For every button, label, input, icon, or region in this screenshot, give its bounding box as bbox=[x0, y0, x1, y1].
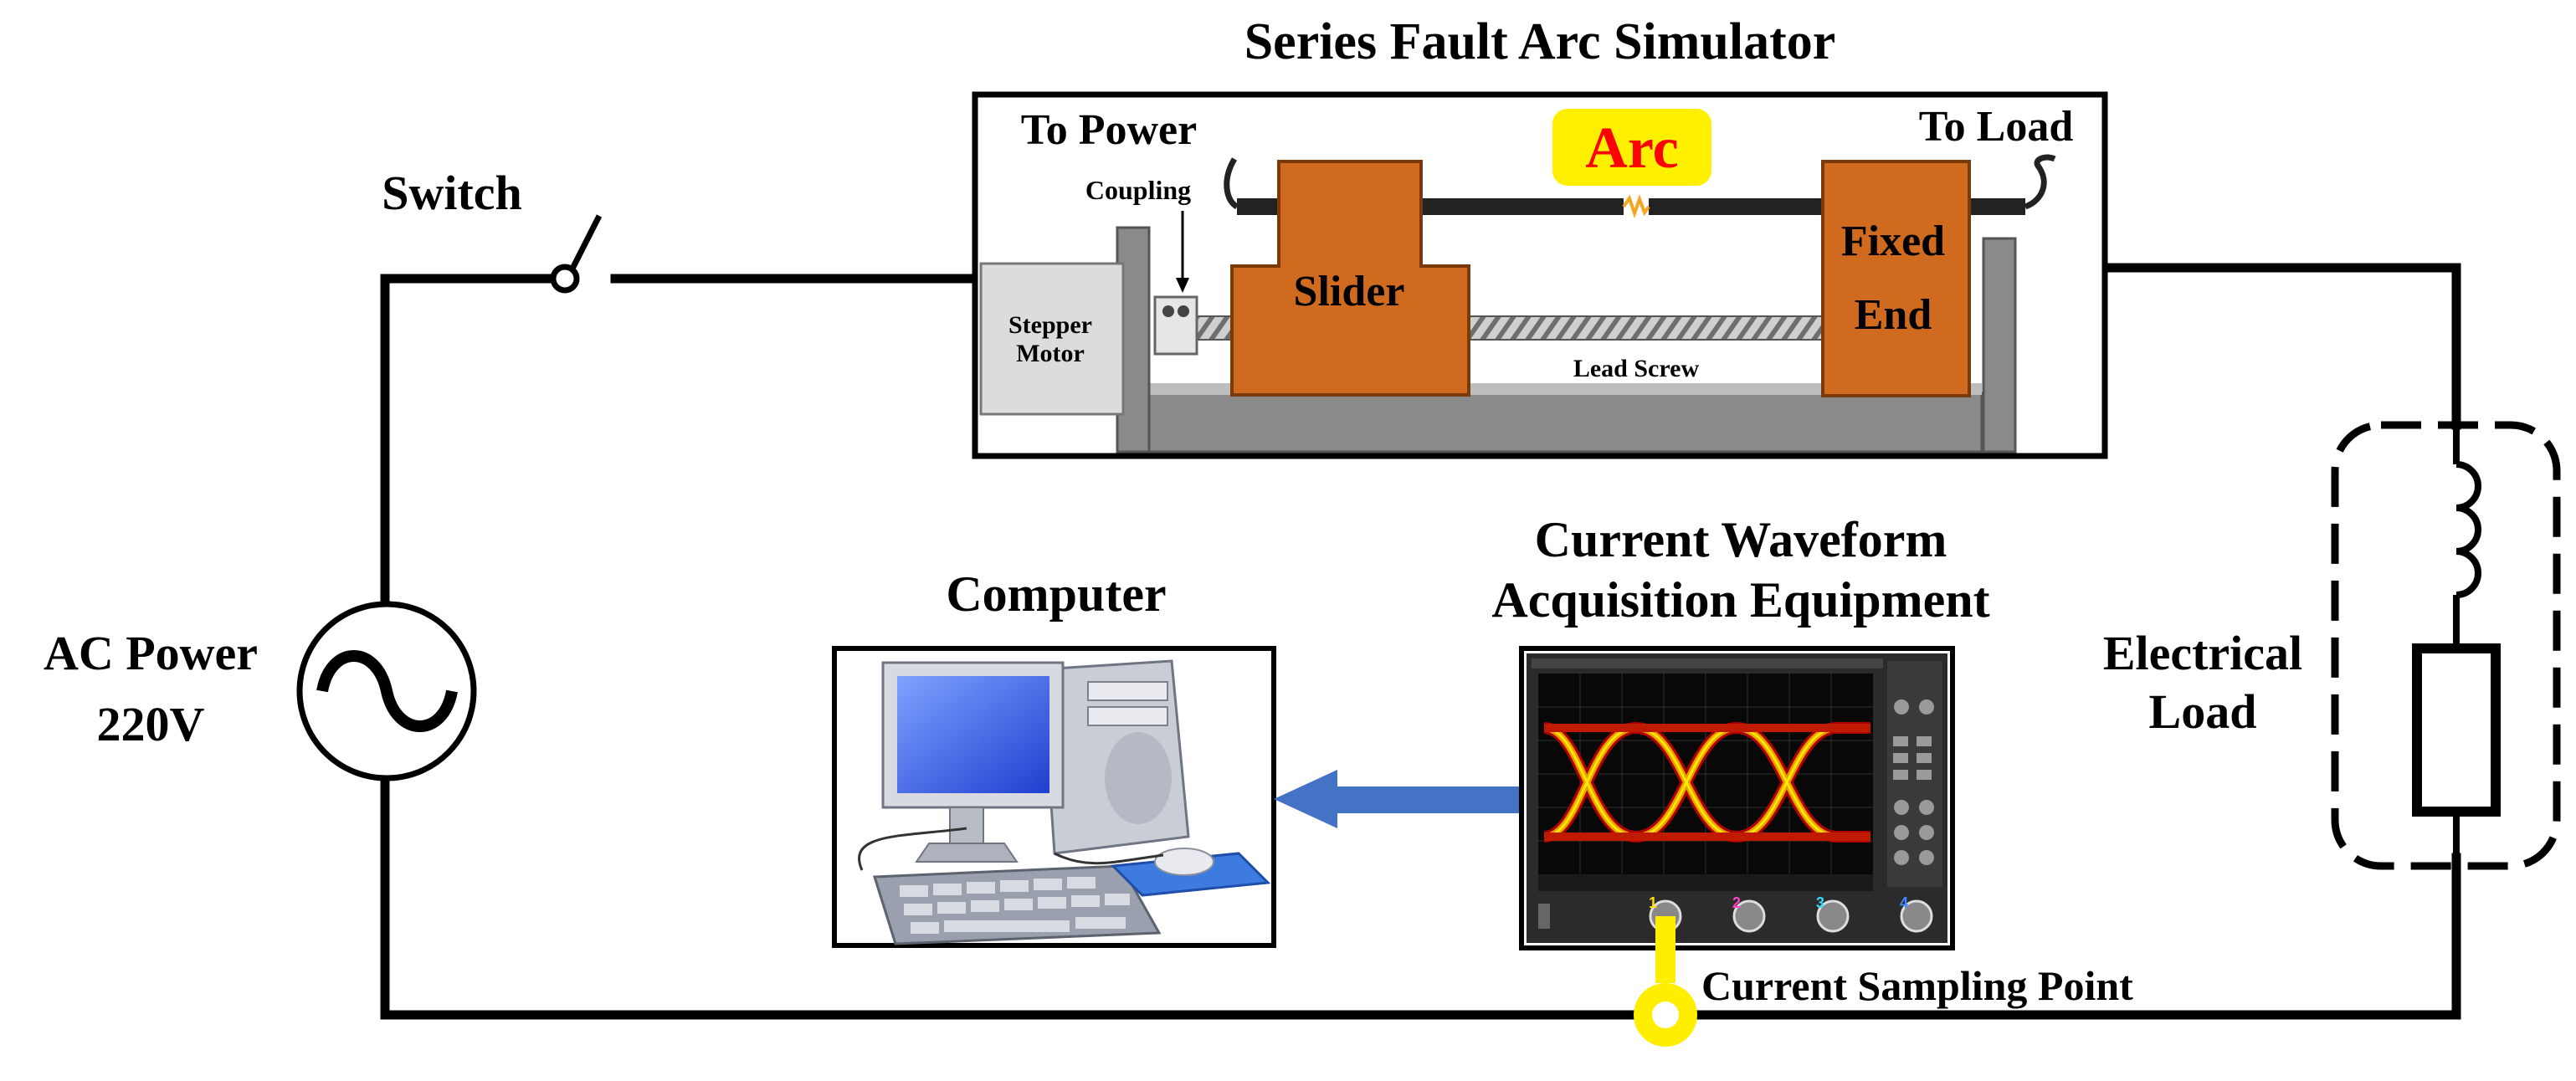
coupling-bolt bbox=[1162, 305, 1174, 317]
eye-diagram bbox=[1542, 721, 1870, 843]
coupling bbox=[1153, 295, 1198, 356]
arc-badge bbox=[1552, 109, 1711, 186]
arc-spark bbox=[1622, 194, 1650, 219]
oscilloscope bbox=[1527, 653, 1947, 943]
to-load-label: To Load bbox=[1919, 103, 2074, 151]
diagram-title: Series Fault Arc Simulator bbox=[1244, 13, 1836, 70]
channel-2-label: 2 bbox=[1732, 894, 1741, 911]
wire-simulator-to-load bbox=[2096, 263, 2461, 430]
sampling-point-label: Current Sampling Point bbox=[1701, 962, 2133, 1009]
load-lead-wire bbox=[2024, 154, 2056, 210]
resistor-symbol bbox=[2412, 643, 2501, 817]
channel-knob bbox=[1732, 899, 1766, 933]
power-lead-wire bbox=[1224, 157, 1239, 210]
electrical-load-label-2: Load bbox=[2149, 684, 2257, 739]
load-enclosure bbox=[2331, 421, 2561, 870]
ac-source-symbol bbox=[296, 601, 477, 781]
electrical-load-label: Electrical bbox=[2103, 626, 2302, 680]
computer-label: Computer bbox=[946, 566, 1166, 622]
acquisition-label: Current Waveform bbox=[1535, 512, 1947, 567]
switch-symbol[interactable] bbox=[550, 214, 603, 294]
circuit-wires bbox=[380, 263, 2461, 1020]
monitor-screen bbox=[897, 676, 1049, 793]
simulator-mechanism bbox=[979, 154, 2056, 453]
right-support bbox=[1982, 237, 2017, 453]
slider-label: Slider bbox=[1294, 268, 1405, 315]
channel-knob bbox=[1900, 899, 1933, 933]
stepper-motor-label-2: Motor bbox=[1016, 340, 1085, 367]
fixed-end-block bbox=[1821, 160, 1971, 397]
ac-voltage-label: 220V bbox=[97, 697, 205, 751]
switch-label: Switch bbox=[382, 166, 522, 220]
lead-screw-label: Lead Screw bbox=[1573, 355, 1700, 382]
ac-power-label: AC Power bbox=[44, 626, 258, 680]
stepper-motor-label: Stepper bbox=[1008, 311, 1092, 339]
stepper-motor bbox=[979, 262, 1125, 416]
wire-bottom-return bbox=[380, 773, 2461, 1020]
arc-label: Arc bbox=[1585, 116, 1678, 181]
acquisition-label-2: Acquisition Equipment bbox=[1491, 572, 1989, 628]
coupling-bolt bbox=[1178, 305, 1189, 317]
fixed-end-label-2: End bbox=[1855, 291, 1932, 339]
channel-1-label: 1 bbox=[1649, 894, 1657, 911]
channel-knob bbox=[1816, 899, 1850, 933]
fixed-end-label: Fixed bbox=[1841, 218, 1945, 265]
slider-block bbox=[1230, 160, 1470, 397]
channel-4-label: 4 bbox=[1900, 894, 1908, 911]
current-probe bbox=[1634, 916, 1697, 1047]
data-flow-arrow bbox=[1274, 770, 1521, 828]
computer-illustration bbox=[858, 659, 1271, 945]
inductor-symbol bbox=[2453, 425, 2481, 648]
channel-3-label: 3 bbox=[1816, 894, 1824, 911]
coupling-label: Coupling bbox=[1085, 175, 1191, 205]
to-power-label: To Power bbox=[1021, 106, 1197, 154]
wire-left-top bbox=[380, 274, 562, 616]
mouse bbox=[1154, 848, 1214, 876]
base-rail bbox=[1118, 392, 1983, 453]
